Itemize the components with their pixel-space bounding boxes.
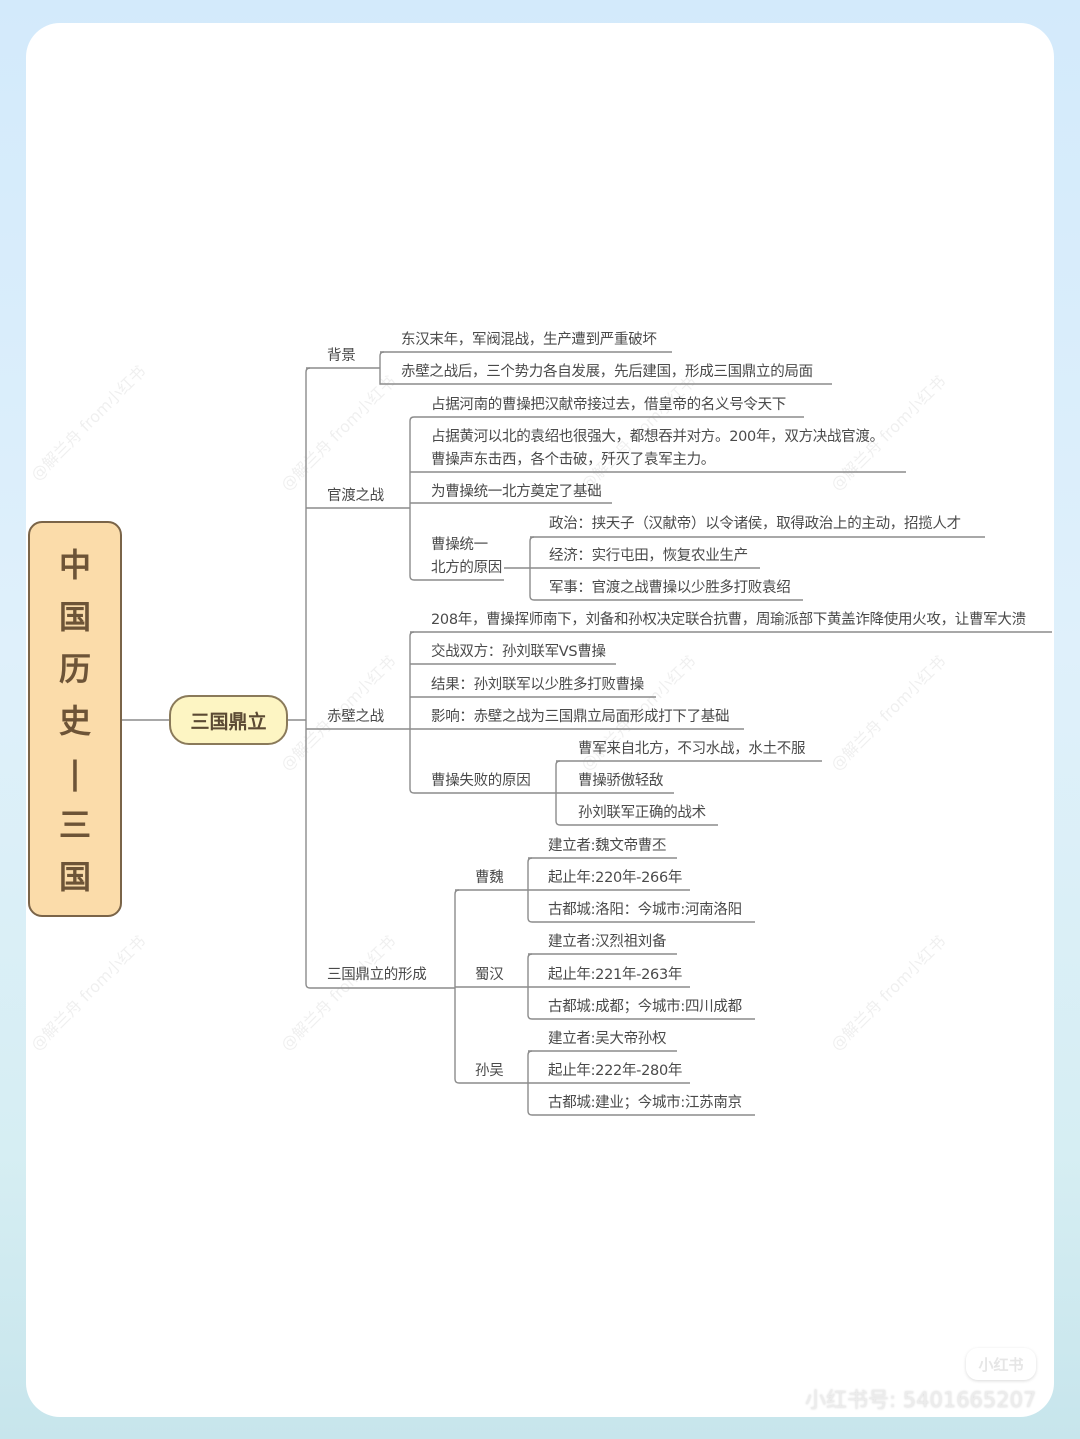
leaf-node[interactable]: 起止年:220年-266年: [548, 870, 683, 886]
root-title-char: 三: [58, 806, 91, 844]
leaf-node[interactable]: 曹军来自北方，不习水战，水土不服: [578, 741, 806, 757]
leaf-node[interactable]: 占据河南的曹操把汉献帝接过去，借皇帝的名义号令天下: [431, 397, 786, 413]
leaf-node[interactable]: 古都城:建业；今城市:江苏南京: [548, 1095, 742, 1111]
root-title-char: 国: [58, 858, 91, 896]
root-title-char: 历: [58, 650, 91, 688]
leaf-node[interactable]: 208年，曹操挥师南下，刘备和孙权决定联合抗曹，周瑜派部下黄盖诈降使用火攻，让曹…: [431, 612, 1026, 628]
leaf-node[interactable]: 赤壁之战后，三个势力各自发展，先后建国，形成三国鼎立的局面: [401, 364, 813, 380]
sub-branch-guandu-reasons[interactable]: 北方的原因: [431, 560, 502, 576]
leaf-node[interactable]: 影响：赤壁之战为三国鼎立局面形成打下了基础: [431, 709, 730, 725]
leaf-node[interactable]: 结果：孙刘联军以少胜多打败曹操: [431, 677, 644, 693]
leaf-node[interactable]: 孙刘联军正确的战术: [578, 805, 706, 821]
account-id-watermark: 小红书号: 5401665207: [805, 1388, 1037, 1412]
leaf-node[interactable]: 起止年:221年-263年: [548, 967, 683, 983]
state-sunwu[interactable]: 孙吴: [475, 1063, 504, 1079]
center-label: 三国鼎立: [190, 710, 267, 733]
root-title-char: |: [69, 754, 81, 792]
sub-branch-guandu-reasons[interactable]: 曹操统一: [431, 537, 488, 553]
leaf-node[interactable]: 起止年:222年-280年: [548, 1063, 683, 1079]
leaf-node[interactable]: 建立者:汉烈祖刘备: [548, 934, 667, 950]
leaf-node[interactable]: 建立者:吴大帝孙权: [548, 1031, 667, 1047]
leaf-node[interactable]: 军事：官渡之战曹操以少胜多打败袁绍: [549, 580, 791, 596]
leaf-node[interactable]: 政治：挟天子（汉献帝）以令诸侯，取得政治上的主动，招揽人才: [549, 516, 961, 532]
root-title-char: 中: [58, 546, 91, 584]
root-title-char: 国: [58, 598, 91, 636]
leaf-node[interactable]: 曹操骄傲轻敌: [578, 773, 664, 789]
leaf-node[interactable]: 为曹操统一北方奠定了基础: [431, 484, 602, 500]
xiaohongshu-logo: 小红书: [966, 1348, 1036, 1380]
state-caowei[interactable]: 曹魏: [475, 870, 504, 886]
branch-chibi[interactable]: 赤壁之战: [327, 709, 384, 725]
root-title-char: 史: [58, 702, 91, 740]
leaf-node[interactable]: 曹操声东击西，各个击破，歼灭了袁军主力。: [431, 452, 715, 468]
leaf-node[interactable]: 古都城:洛阳：今城市:河南洛阳: [548, 902, 742, 918]
leaf-node[interactable]: 经济：实行屯田，恢复农业生产: [549, 548, 748, 564]
center-node[interactable]: 三国鼎立: [169, 695, 288, 745]
branch-beijing[interactable]: 背景: [327, 348, 356, 364]
root-node[interactable]: 中 国 历 史 | 三 国: [28, 521, 122, 917]
leaf-node[interactable]: 古都城:成都；今城市:四川成都: [548, 999, 742, 1015]
sub-branch-chibi-failure[interactable]: 曹操失败的原因: [431, 773, 531, 789]
leaf-node[interactable]: 建立者:魏文帝曹丕: [548, 838, 667, 854]
branch-guandu[interactable]: 官渡之战: [327, 488, 384, 504]
leaf-node[interactable]: 占据黄河以北的袁绍也很强大，都想吞并对方。200年，双方决战官渡。: [431, 429, 884, 445]
state-shuhan[interactable]: 蜀汉: [475, 967, 504, 983]
leaf-node[interactable]: 交战双方：孙刘联军VS曹操: [431, 644, 606, 660]
branch-formation[interactable]: 三国鼎立的形成: [327, 967, 427, 983]
leaf-node[interactable]: 东汉末年，军阀混战，生产遭到严重破坏: [401, 332, 657, 348]
